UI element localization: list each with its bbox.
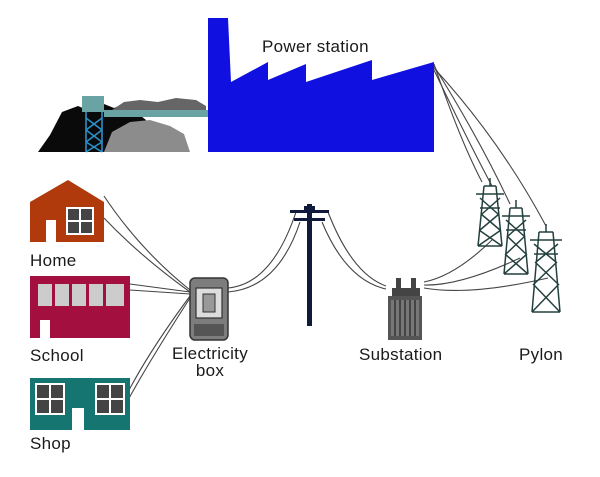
- home-label: Home: [30, 251, 77, 270]
- home-icon: [30, 180, 104, 242]
- coal-heap: [38, 98, 206, 152]
- school-label: School: [30, 346, 84, 365]
- school-icon: [30, 276, 130, 338]
- electricity-box-label-line1: Electricity: [171, 344, 249, 363]
- shop-label: Shop: [30, 434, 71, 453]
- substation-icon: [388, 278, 422, 340]
- electricity-box-label-line2: box: [195, 361, 225, 380]
- electricity-box-label: Electricity box: [160, 345, 260, 379]
- electricity-box-icon: [189, 277, 229, 341]
- power-station-icon: [208, 18, 434, 152]
- substation-label: Substation: [359, 345, 443, 364]
- utility-pole-icon: [290, 204, 329, 326]
- pylon-icon: [476, 178, 562, 313]
- power-lines: [103, 63, 549, 401]
- shop-icon: [30, 378, 130, 430]
- power-station-label: Power station: [262, 37, 369, 56]
- conveyor: [82, 96, 208, 153]
- pylon-label: Pylon: [519, 345, 564, 364]
